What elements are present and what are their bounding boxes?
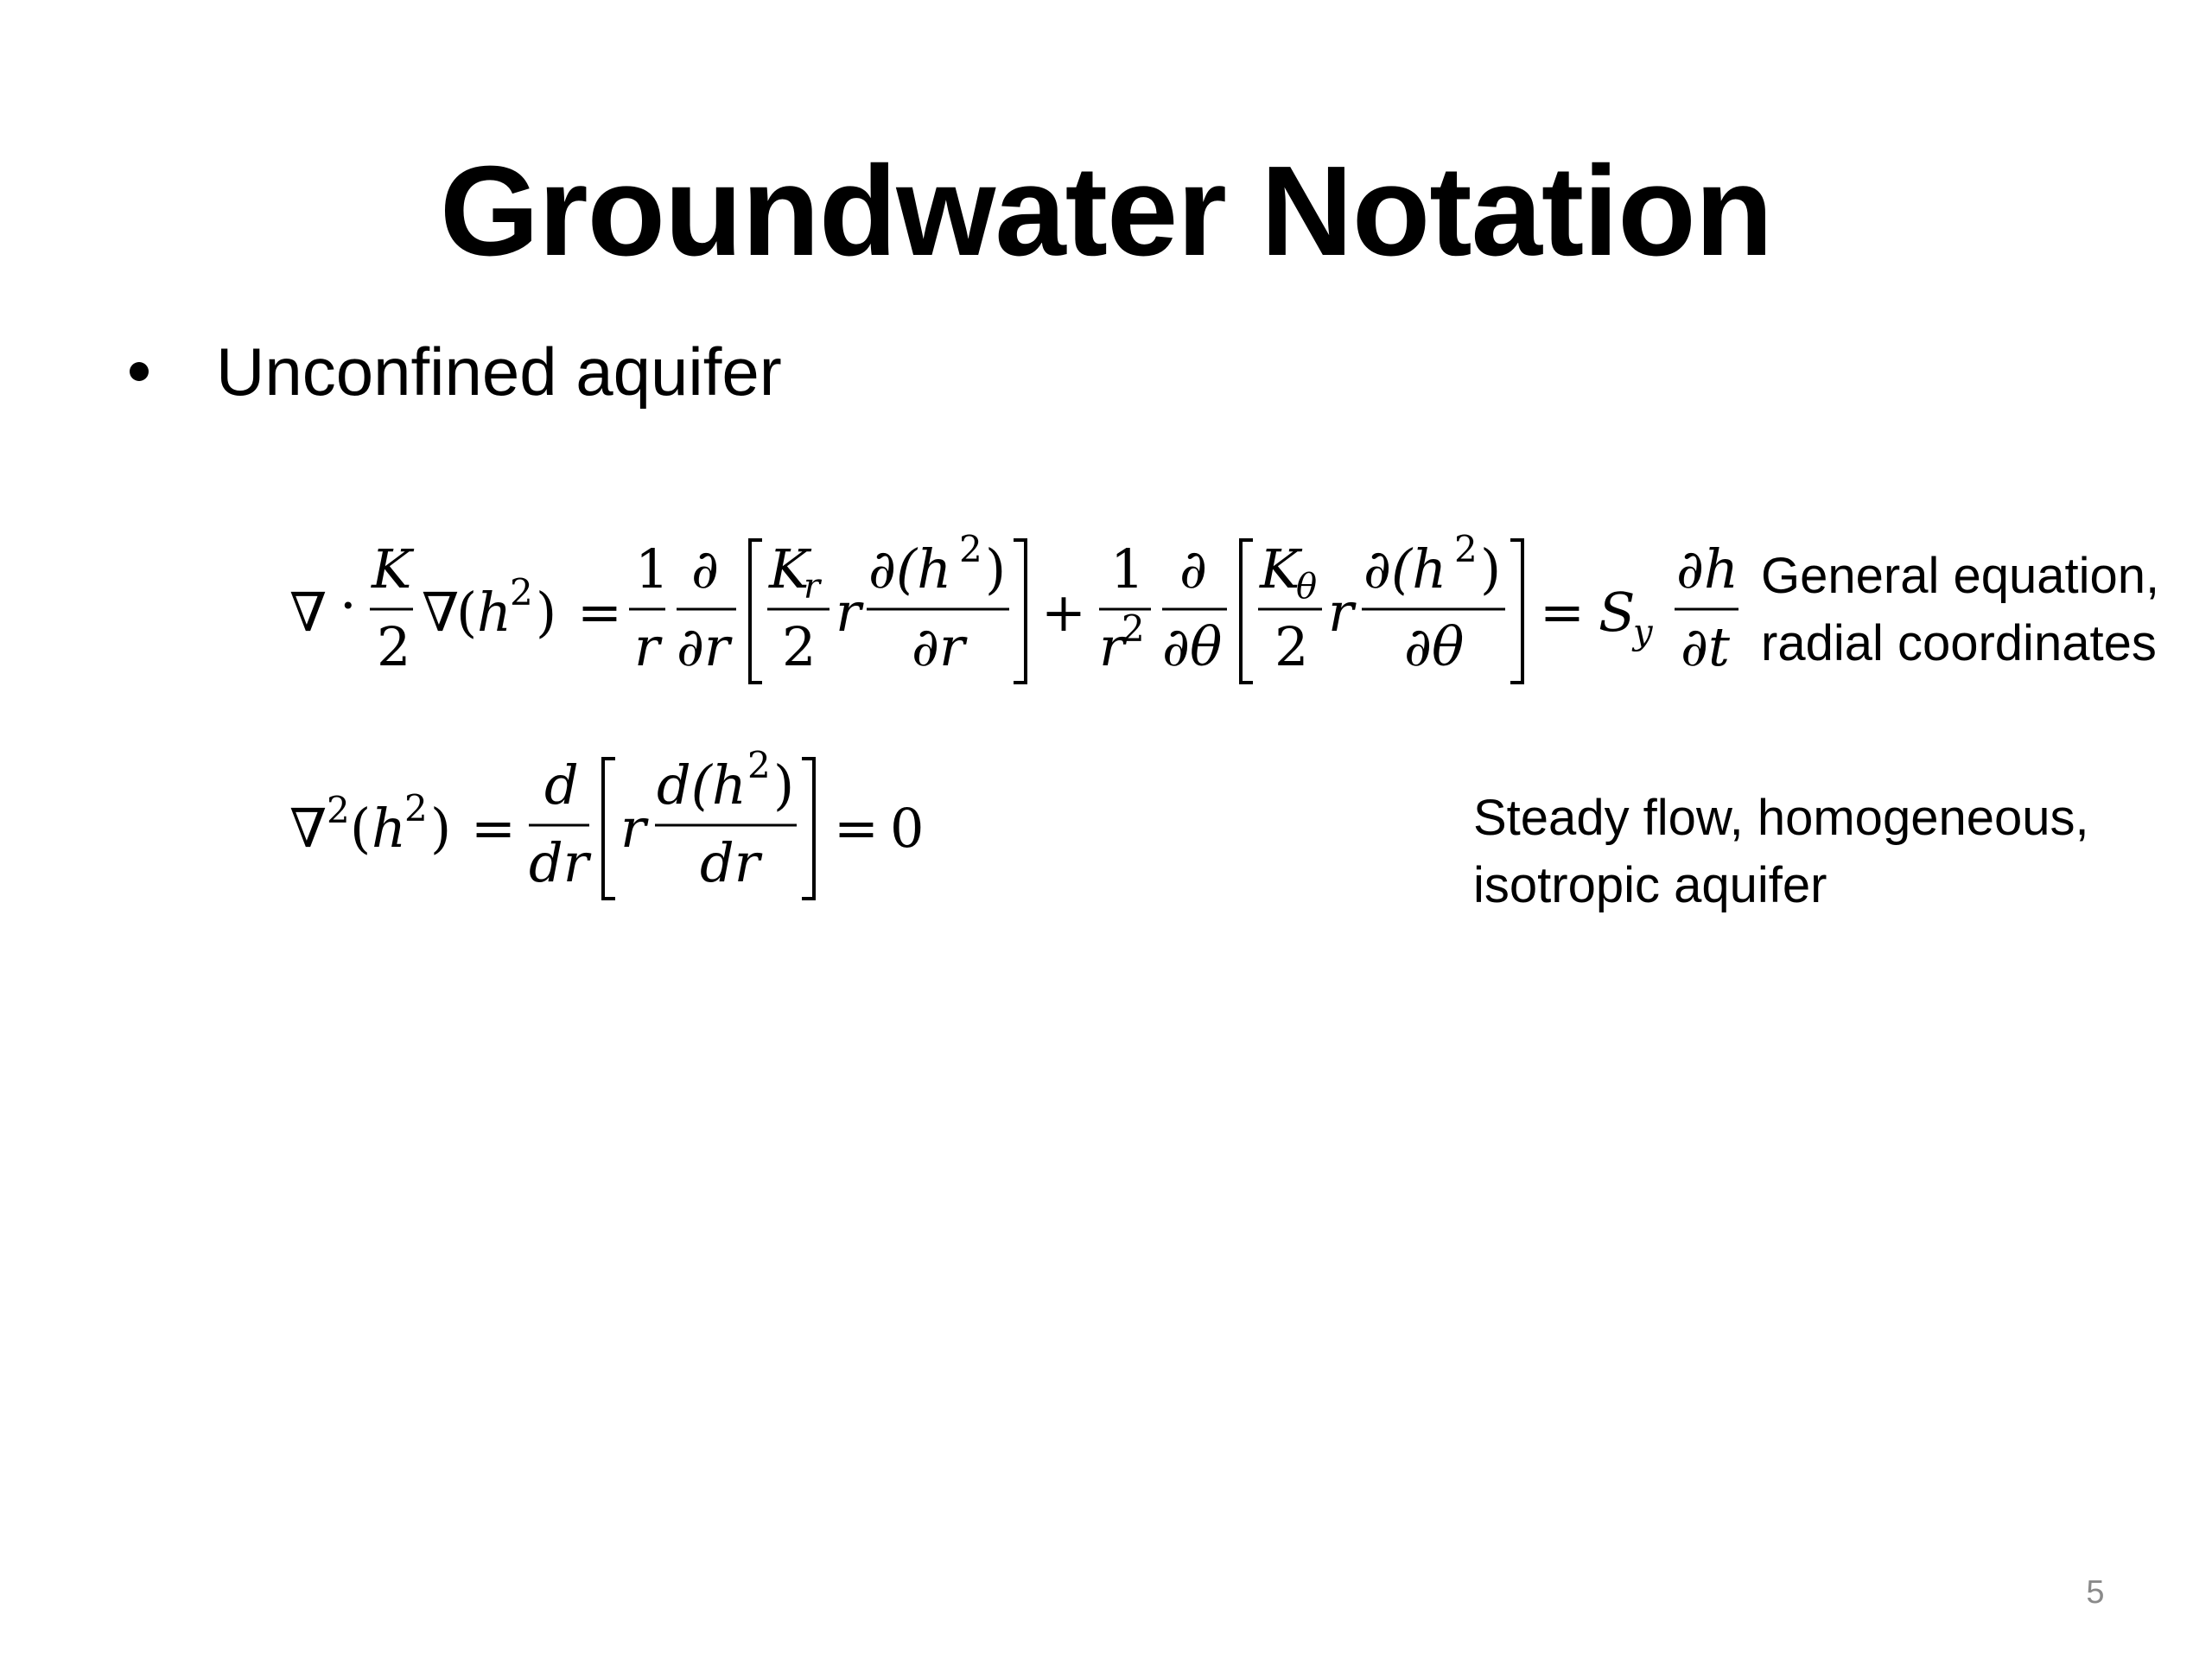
svg-text:∂h: ∂h (1676, 537, 1738, 601)
svg-text:): ) (430, 797, 451, 860)
svg-text:∇: ∇ (422, 581, 459, 644)
svg-text:=: = (1540, 581, 1585, 644)
general-equation-note: General equation, radial coordinates (1761, 543, 2202, 677)
svg-text:S: S (1599, 581, 1635, 644)
bullet-dot-icon (130, 362, 149, 381)
steady-equation-note: Steady flow, homogeneous, isotropic aqui… (1473, 785, 2182, 919)
svg-text:): ) (773, 753, 794, 817)
svg-text:h: h (477, 581, 512, 644)
bullet-item: Unconfined aquifer (130, 328, 782, 415)
svg-text:2: 2 (959, 528, 982, 570)
general-equation: ∇ · K 2 ∇ ( h 2 ) = 1 r ∂ ∂r K r 2 r ∂(h (289, 528, 1738, 684)
general-note-line-1: General equation, (1761, 548, 2160, 604)
svg-text:(: ( (456, 581, 477, 644)
slide-title: Groundwater Notation (439, 140, 1773, 283)
svg-text:∂r: ∂r (912, 615, 968, 678)
svg-text:2: 2 (377, 615, 410, 678)
svg-text:∂: ∂ (691, 537, 719, 601)
svg-text:r: r (620, 797, 649, 860)
svg-text:dr: dr (700, 831, 763, 894)
svg-text:r: r (1099, 615, 1128, 678)
page-number: 5 (2086, 1574, 2105, 1611)
svg-text:): ) (536, 581, 556, 644)
svg-text:∂: ∂ (1179, 537, 1207, 601)
svg-text:): ) (985, 537, 1006, 601)
svg-text:θ: θ (1296, 567, 1317, 607)
svg-text:r: r (1328, 581, 1357, 644)
svg-text:y: y (1631, 613, 1654, 652)
svg-text:=: = (577, 581, 622, 644)
svg-text:0: 0 (890, 797, 924, 860)
svg-text:(: ( (350, 797, 371, 860)
svg-text:): ) (1480, 537, 1501, 601)
steady-equation: ∇ 2 ( h 2 ) = d dr r d(h 2 ) dr = 0 (289, 744, 924, 900)
svg-text:r: r (836, 581, 864, 644)
svg-text:h: h (372, 797, 406, 860)
svg-text:=: = (834, 797, 879, 860)
svg-text:r: r (634, 615, 663, 678)
svg-text:2: 2 (404, 787, 428, 830)
svg-text:K: K (768, 537, 812, 601)
svg-text:2: 2 (747, 744, 771, 786)
svg-text:∇: ∇ (289, 581, 327, 644)
svg-text:∂r: ∂r (677, 615, 733, 678)
svg-text:r: r (804, 567, 823, 607)
svg-text:∂t: ∂t (1681, 615, 1730, 678)
general-note-line-2: radial coordinates (1761, 615, 2157, 671)
svg-text:2: 2 (1454, 528, 1478, 570)
svg-text:∂(h: ∂(h (1363, 537, 1446, 601)
svg-text:∂θ: ∂θ (1162, 615, 1222, 678)
svg-text:d(h: d(h (657, 753, 747, 817)
svg-text:K: K (1259, 537, 1303, 601)
steady-note-line-2: isotropic aquifer (1473, 857, 1827, 913)
svg-text:2: 2 (510, 571, 533, 613)
svg-text:+: + (1041, 581, 1086, 644)
svg-text:2: 2 (1122, 607, 1145, 650)
svg-text:K: K (371, 537, 415, 601)
svg-text:=: = (471, 797, 516, 860)
svg-text:dr: dr (529, 831, 592, 894)
svg-text:2: 2 (327, 789, 350, 831)
svg-text:d: d (544, 753, 579, 817)
svg-text:1: 1 (1110, 537, 1144, 601)
steady-note-line-1: Steady flow, homogeneous, (1473, 790, 2089, 846)
svg-text:∂θ: ∂θ (1404, 615, 1464, 678)
svg-text:2: 2 (1274, 615, 1308, 678)
svg-text:2: 2 (782, 615, 816, 678)
bullet-text: Unconfined aquifer (216, 334, 782, 410)
svg-text:·: · (340, 574, 357, 637)
svg-text:1: 1 (635, 537, 669, 601)
svg-text:∂(h: ∂(h (868, 537, 951, 601)
svg-text:∇: ∇ (289, 797, 327, 860)
